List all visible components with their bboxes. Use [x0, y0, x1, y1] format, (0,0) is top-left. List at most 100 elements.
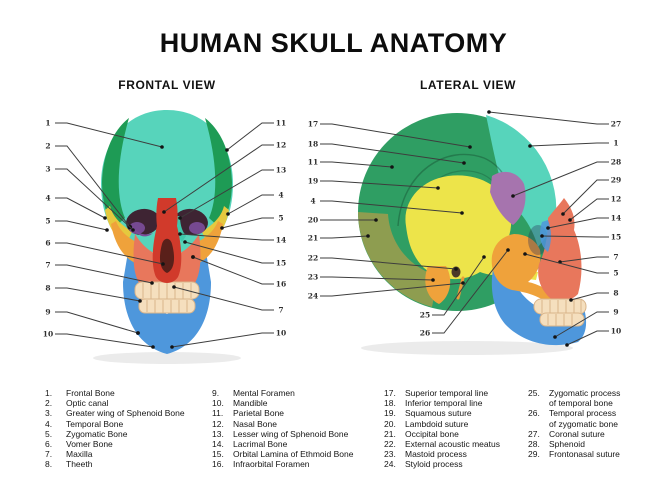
callout-number-15: 15: [610, 232, 622, 242]
legend-item-number: 6.: [45, 439, 53, 450]
legend-item: 1.Frontal Bone: [45, 388, 185, 398]
frontal-view-label: FRONTAL VIEW: [118, 78, 216, 92]
legend-item: 23.Mastoid process: [384, 449, 500, 459]
legend-item-text: Temporal Bone: [66, 418, 124, 429]
legend-item-number: 27.: [528, 428, 540, 439]
callout-number-1: 1: [45, 118, 51, 128]
legend-item-text: Frontonasal suture: [549, 449, 620, 460]
callout-number-4: 4: [45, 193, 51, 203]
legend-item: 3. Greater wing of Sphenoid Bone: [45, 408, 185, 418]
legend-item: 7.Maxilla: [45, 449, 185, 459]
legend-item-text: External acoustic meatus: [405, 439, 500, 450]
legend-item-text: Mental Foramen: [233, 388, 295, 398]
callout-number-22: 22: [307, 253, 319, 263]
legend-item: 11. Parietal Bone: [212, 408, 353, 418]
callout-number-1: 1: [613, 138, 619, 148]
legend-item: 16.Infraorbital Foramen: [212, 459, 353, 469]
legend-item: 26.Temporal process: [528, 408, 620, 418]
legend-item: of zygomatic bone: [528, 419, 620, 429]
legend-item-text: Infraorbital Foramen: [233, 459, 310, 470]
legend-item-text: Theeth: [66, 459, 93, 470]
legend-item-text: Frontal Bone: [66, 388, 115, 398]
callout-number-6: 6: [45, 238, 51, 248]
legend-item: 24. Styloid process: [384, 459, 500, 469]
legend-item-text: Styloid process: [405, 459, 463, 470]
callout-number-14: 14: [275, 235, 287, 245]
legend-item: 9. Mental Foramen: [212, 388, 353, 398]
legend-item-text: Lambdoid suture: [405, 418, 469, 429]
legend-item-text: Inferior temporal line: [405, 398, 483, 409]
lateral-skull-shadow: [361, 341, 573, 355]
legend-item-number: 5.: [45, 428, 53, 439]
legend-item: 18. Inferior temporal line: [384, 398, 500, 408]
callout-number-9: 9: [613, 307, 619, 317]
legend-item: 12.Nasal Bone: [212, 419, 353, 429]
lateral-skull-illustration: [358, 113, 587, 355]
callout-number-13: 13: [275, 165, 287, 175]
legend-item-number: 14.: [212, 439, 224, 450]
legend-item-number: 10.: [212, 398, 224, 409]
legend-item: 21.Occipital bone: [384, 429, 500, 439]
callout-number-26: 26: [419, 328, 431, 338]
callout-number-14: 14: [610, 213, 622, 223]
callout-number-15: 15: [275, 258, 287, 268]
legend-item-number: 25.: [528, 388, 540, 398]
legend-item: 6. Vomer Bone: [45, 439, 185, 449]
legend-item-number: 11.: [212, 408, 224, 419]
callout-number-24: 24: [307, 291, 319, 301]
callout-number-3: 3: [45, 164, 51, 174]
page-title: HUMAN SKULL ANATOMY: [159, 28, 508, 58]
mandible-region: [123, 246, 211, 354]
callout-number-28: 28: [610, 157, 622, 167]
callout-number-9: 9: [45, 307, 51, 317]
legend-item-text: Greater wing of Sphenoid Bone: [66, 408, 185, 419]
legend-item-text: Orbital Lamina of Ethmoid Bone: [233, 449, 354, 460]
legend-item-number: 12.: [212, 418, 224, 429]
legend-item-text: Occipital bone: [405, 428, 459, 439]
legend-item: 25.Zygomatic process: [528, 388, 620, 398]
legend-item-number: 8.: [45, 459, 53, 470]
callout-number-29: 29: [610, 175, 622, 185]
legend-item: 20.Lambdoid suture: [384, 419, 500, 429]
nasal-aperture: [159, 238, 175, 273]
legend-item-text: Sphenoid: [549, 439, 585, 450]
frontal-skull-shadow: [93, 352, 241, 364]
frontal-skull-illustration: [93, 110, 241, 364]
legend-item: 8. Theeth: [45, 459, 185, 469]
legend-item-number: 13.: [212, 428, 224, 439]
callout-number-20: 20: [307, 215, 319, 225]
legend-item-text: of zygomatic bone: [549, 418, 618, 429]
callout-number-7: 7: [613, 252, 619, 262]
legend-item-number: 3.: [45, 408, 53, 419]
legend-item-number: 29.: [528, 449, 540, 460]
legend-item: 14.Lacrimal Bone: [212, 439, 353, 449]
legend-item-text: of temporal bone: [549, 398, 613, 409]
legend-item-number: 23.: [384, 449, 396, 460]
legend-item-number: 9.: [212, 388, 220, 398]
legend-item-number: 24.: [384, 459, 396, 470]
callout-number-4: 4: [278, 190, 284, 200]
legend-item-number: 26.: [528, 408, 540, 419]
callout-number-25: 25: [419, 310, 431, 320]
legend-item-number: 7.: [45, 449, 53, 460]
legend-item-text: Parietal Bone: [233, 408, 285, 419]
callout-number-11: 11: [307, 157, 319, 167]
callout-number-4: 4: [310, 196, 316, 206]
infraorbital-foramen: [191, 255, 195, 259]
callout-number-19: 19: [307, 176, 319, 186]
callout-number-10: 10: [610, 326, 622, 336]
callout-number-21: 21: [307, 233, 319, 243]
legend-item: 27.Coronal suture: [528, 429, 620, 439]
legend-item-text: Vomer Bone: [66, 439, 113, 450]
teeth-lateral: [533, 298, 587, 327]
legend-item-number: [528, 398, 549, 408]
callout-number-8: 8: [613, 288, 619, 298]
mental-foramen: [136, 331, 140, 335]
legend-item-number: 28.: [528, 439, 540, 450]
callout-number-7: 7: [278, 305, 284, 315]
callout-number-5: 5: [613, 268, 619, 278]
legend-item-number: 18.: [384, 398, 396, 409]
